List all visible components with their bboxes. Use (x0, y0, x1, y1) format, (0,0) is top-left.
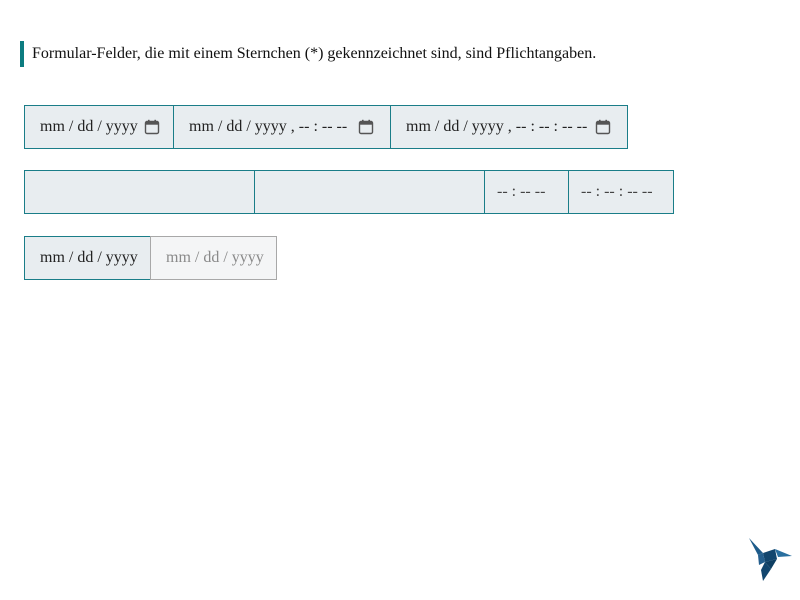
datetime-input-value: mm / dd / yyyy , -- : -- -- (189, 118, 348, 135)
notice-text: Formular-Felder, die mit einem Sternchen… (32, 45, 597, 62)
hummingbird-logo-icon (749, 538, 792, 581)
blank-input-2[interactable] (254, 170, 485, 214)
time-input[interactable]: -- : -- -- (484, 170, 569, 214)
time-seconds-input-value: -- : -- : -- -- (581, 183, 653, 200)
date-input-disabled: mm / dd / yyyy (150, 236, 277, 280)
calendar-icon[interactable] (595, 119, 611, 135)
date-field-row: mm / dd / yyyy mm / dd / yyyy (24, 236, 277, 280)
datetime-input[interactable]: mm / dd / yyyy , -- : -- -- (173, 105, 391, 149)
datetime-seconds-input-value: mm / dd / yyyy , -- : -- : -- -- (406, 118, 588, 135)
required-fields-notice: Formular-Felder, die mit einem Sternchen… (20, 41, 596, 67)
blank-input-1[interactable] (24, 170, 255, 214)
calendar-icon[interactable] (358, 119, 374, 135)
calendar-icon[interactable] (144, 119, 160, 135)
datetime-seconds-input[interactable]: mm / dd / yyyy , -- : -- : -- -- (390, 105, 628, 149)
date-input-plain[interactable]: mm / dd / yyyy (24, 236, 151, 280)
time-seconds-input[interactable]: -- : -- : -- -- (568, 170, 674, 214)
time-input-value: -- : -- -- (497, 183, 546, 200)
time-input-row: -- : -- -- -- : -- : -- -- (24, 170, 674, 214)
date-input-row: mm / dd / yyyy mm / dd / yyyy , -- : -- … (24, 105, 628, 149)
date-input-value: mm / dd / yyyy (40, 118, 138, 135)
date-input-plain-value: mm / dd / yyyy (40, 249, 138, 266)
date-input-disabled-value: mm / dd / yyyy (166, 249, 264, 266)
date-input[interactable]: mm / dd / yyyy (24, 105, 174, 149)
